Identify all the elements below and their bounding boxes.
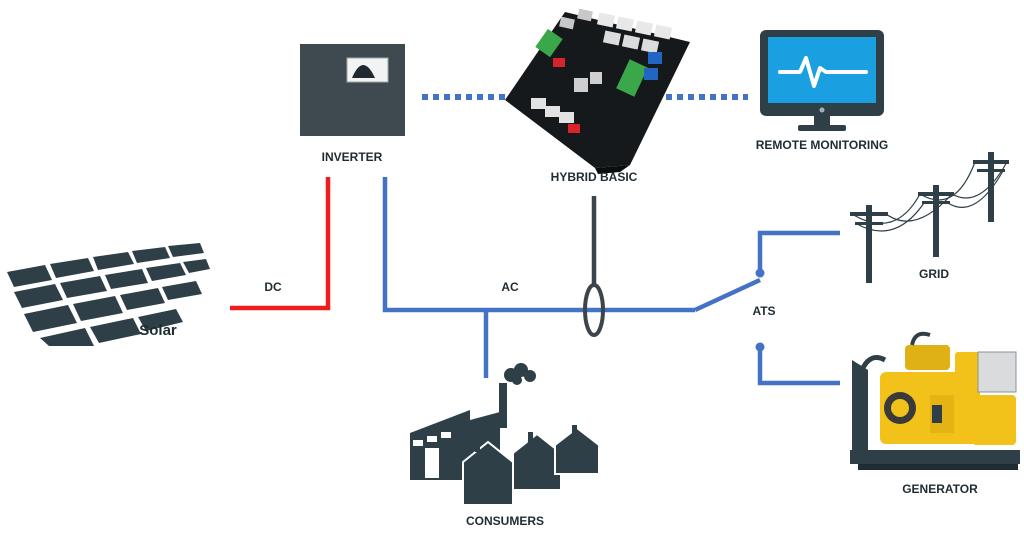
ats-switch-blade	[694, 277, 761, 313]
ats-contact-grid	[755, 268, 765, 278]
ac-label: AC	[501, 280, 519, 294]
ac-line	[382, 177, 695, 313]
hybrid-basic-label: HYBRID BASIC	[551, 170, 638, 184]
ats-label: ATS	[752, 304, 775, 318]
dc-line	[230, 177, 331, 311]
generator-feed-line	[757, 347, 840, 386]
consumers-label: CONSUMERS	[466, 514, 544, 528]
controller-board-icon	[505, 8, 690, 174]
dc-label: DC	[264, 280, 282, 294]
grid-feed-line	[757, 230, 840, 273]
grid-label: GRID	[919, 267, 949, 281]
inverter-icon	[300, 44, 405, 136]
generator-label: GENERATOR	[902, 482, 978, 496]
generator-icon	[850, 331, 1020, 470]
remote-monitoring-label: REMOTE MONITORING	[756, 138, 888, 152]
ats-contact-generator	[755, 342, 765, 352]
solar-label: Solar	[139, 322, 177, 339]
power-pylon-icon	[850, 152, 1009, 283]
monitor-icon	[760, 30, 884, 131]
factory-houses-icon	[410, 363, 600, 506]
solar-panel-icon	[7, 243, 210, 346]
connection-lines	[230, 177, 840, 386]
current-transformer-icon	[583, 283, 605, 337]
inverter-label: INVERTER	[322, 150, 383, 164]
